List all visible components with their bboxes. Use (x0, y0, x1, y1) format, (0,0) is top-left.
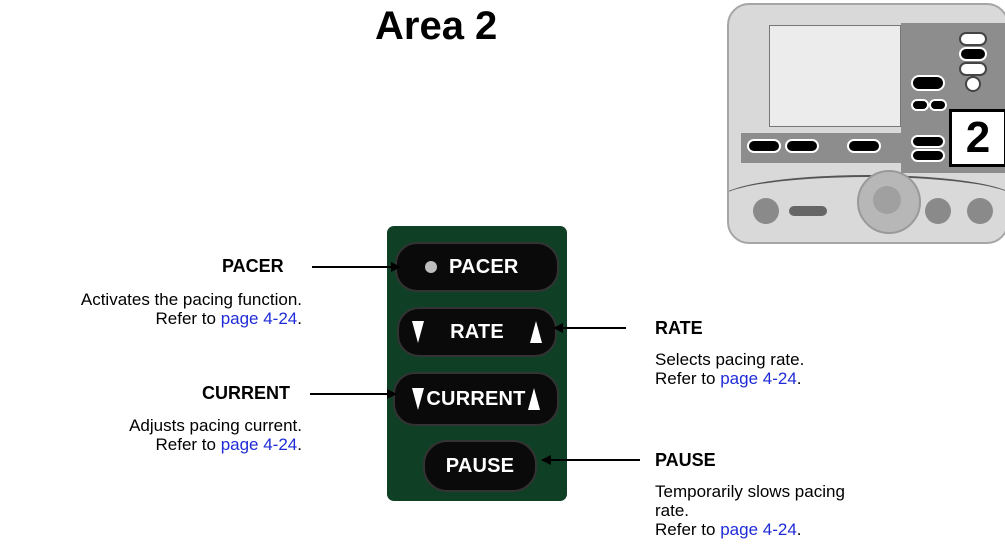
pacer-callout-label: PACER (222, 256, 284, 276)
refer-prefix: Refer to (655, 369, 721, 388)
device-pill (911, 149, 945, 162)
pacer-refer-line: Refer to page 4-24. (0, 309, 302, 328)
device-right-button (925, 198, 951, 224)
device-pill (911, 75, 945, 91)
device-far-right-button (967, 198, 993, 224)
current-refer-line: Refer to page 4-24. (0, 435, 302, 454)
refer-suffix: . (796, 520, 802, 539)
device-pill (929, 99, 947, 111)
device-main-knob-center (873, 186, 901, 214)
current-page-link[interactable]: page 4-24 (220, 435, 298, 454)
device-pill (911, 135, 945, 148)
pause-description-line2: rate. (655, 501, 690, 520)
current-increase-icon[interactable] (527, 388, 540, 410)
rate-callout-description: Selects pacing rate. Refer to page 4-24. (655, 350, 915, 388)
pacer-callout-description: Activates the pacing function. Refer to … (0, 290, 302, 328)
pause-description-line1: Temporarily slows pacing (655, 482, 845, 501)
rate-callout-label: RATE (655, 318, 703, 338)
device-slot (789, 206, 827, 216)
rate-description-text: Selects pacing rate. (655, 350, 805, 369)
pause-button-label: PAUSE (445, 454, 515, 477)
device-thumbnail: 2 (727, 3, 1005, 244)
pacer-button-label: PACER (449, 255, 519, 278)
rate-button-label: RATE (450, 320, 504, 343)
device-contour (729, 175, 1005, 237)
rate-button[interactable]: RATE (397, 307, 557, 357)
pause-button[interactable]: PAUSE (423, 440, 537, 492)
refer-prefix: Refer to (155, 309, 221, 328)
device-main-knob (857, 170, 921, 234)
refer-prefix: Refer to (655, 520, 721, 539)
current-callout-description: Adjusts pacing current. Refer to page 4-… (0, 416, 302, 454)
refer-prefix: Refer to (155, 435, 221, 454)
pacer-description-text: Activates the pacing function. (80, 290, 302, 309)
rate-increase-icon[interactable] (529, 321, 542, 343)
device-pill (911, 99, 929, 111)
device-left-button (753, 198, 779, 224)
current-button[interactable]: CURRENT (393, 372, 559, 426)
rate-refer-line: Refer to page 4-24. (655, 369, 915, 388)
current-callout-label: CURRENT (202, 383, 290, 403)
page-title: Area 2 (375, 4, 498, 48)
pacing-control-panel: PACER RATE CURRENT PAUSE (387, 226, 567, 501)
pause-callout-description: Temporarily slows pacing rate. Refer to … (655, 482, 915, 539)
device-knob-small (965, 76, 981, 92)
pause-callout-label: PAUSE (655, 450, 716, 470)
refer-suffix: . (297, 309, 302, 328)
current-decrease-icon[interactable] (412, 388, 425, 410)
refer-suffix: . (796, 369, 802, 388)
current-description-text: Adjusts pacing current. (129, 416, 302, 435)
current-button-label: CURRENT (426, 387, 526, 410)
device-pill (959, 62, 987, 76)
device-pill (959, 32, 987, 46)
rate-page-link[interactable]: page 4-24 (720, 369, 797, 388)
area-2-marker: 2 (949, 109, 1005, 167)
device-pill (785, 139, 819, 153)
device-pill (747, 139, 781, 153)
pause-page-link[interactable]: page 4-24 (720, 520, 797, 539)
pacer-indicator-light (425, 261, 437, 273)
pacer-page-link[interactable]: page 4-24 (220, 309, 298, 328)
device-screen (769, 25, 901, 127)
pacer-button[interactable]: PACER (395, 242, 559, 292)
device-pill (959, 47, 987, 61)
pause-refer-line: Refer to page 4-24. (655, 520, 915, 539)
device-pill (847, 139, 881, 153)
rate-decrease-icon[interactable] (412, 321, 425, 343)
refer-suffix: . (297, 435, 302, 454)
